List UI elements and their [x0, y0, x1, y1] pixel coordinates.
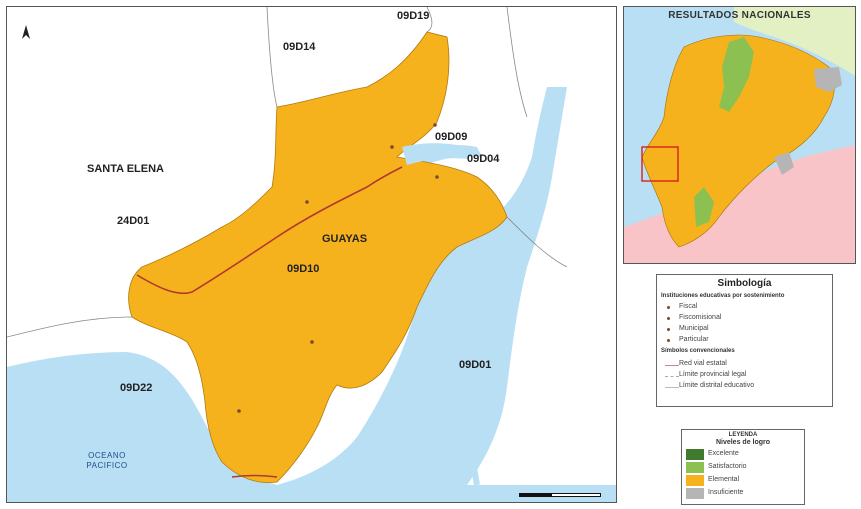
- simbologia-item-fiscomisional: Fiscomisional: [679, 314, 722, 321]
- legend-label-insuficiente: Insuficiente: [708, 489, 744, 496]
- school-marker[interactable]: [237, 409, 241, 413]
- simbologia-item-municipal: Municipal: [679, 325, 709, 332]
- leyenda-subtitle: Niveles de logro: [715, 439, 771, 446]
- road-line-icon: [665, 365, 679, 366]
- legend-label-satisfactorio: Satisfactorio: [708, 463, 747, 470]
- simbologia-title: Simbología: [717, 278, 772, 289]
- leyenda-panel: LEYENDA Niveles de logro Excelente Satis…: [681, 429, 805, 505]
- ocean-label-line-1: OCEANO: [88, 451, 126, 460]
- province-label-guayas: GUAYAS: [322, 233, 368, 245]
- inset-title: RESULTADOS NACIONALES: [668, 10, 811, 21]
- river-channel: [434, 256, 480, 486]
- fiscomisional-marker-icon: [667, 317, 670, 320]
- district-boundary: [7, 7, 568, 338]
- district-label-09D10: 09D10: [287, 263, 320, 275]
- north-neighbor-area: [734, 7, 855, 76]
- district-label-09D04: 09D04: [467, 153, 500, 165]
- coastal-road: [231, 474, 278, 478]
- school-marker[interactable]: [390, 145, 394, 149]
- school-marker[interactable]: [433, 123, 437, 127]
- insufficient-districts-east: [774, 152, 794, 175]
- leyenda-title: LEYENDA: [728, 432, 758, 438]
- simbologia-subtitle-1: Instituciones educativas por sostenimien…: [661, 293, 785, 299]
- legend-swatch-excelente: [686, 449, 704, 460]
- simbologia-line-district: Límite distrital educativo: [679, 382, 755, 389]
- simbologia-line-provincial: Límite provincial legal: [679, 371, 747, 378]
- satisfactory-districts: [719, 37, 754, 112]
- main-map[interactable]: 09D19 09D14 09D09 09D04 SANTA ELENA 24D0…: [6, 6, 617, 503]
- simbologia-subtitle-2: Símbolos convencionales: [661, 348, 735, 354]
- satisfactory-districts-south: [694, 187, 714, 227]
- simbologia-panel: Simbología Instituciones educativas por …: [656, 274, 833, 407]
- ocean-label: OCEANO PACIFICO: [67, 451, 147, 471]
- state-road: [136, 166, 403, 294]
- school-marker[interactable]: [305, 200, 309, 204]
- country-area[interactable]: [641, 34, 835, 248]
- main-map-graphic: [7, 7, 616, 502]
- district-label-09D22: 09D22: [120, 382, 153, 394]
- district-09D10-region[interactable]: [128, 31, 508, 484]
- district-limit-line-icon: [665, 387, 679, 388]
- insufficient-districts: [814, 67, 842, 92]
- interior-inlet: [402, 143, 469, 165]
- ocean-label-line-2: PACIFICO: [86, 461, 128, 470]
- legend-label-excelente: Excelente: [708, 450, 739, 457]
- school-marker[interactable]: [435, 175, 439, 179]
- municipal-marker-icon: [667, 328, 670, 331]
- particular-marker-icon: [667, 339, 670, 342]
- pacific-ocean-area: [7, 352, 616, 502]
- simbologia-item-particular: Particular: [679, 336, 709, 343]
- gulf-water: [277, 87, 567, 485]
- simbologia-item-fiscal: Fiscal: [679, 303, 698, 310]
- study-area-frame[interactable]: [641, 146, 679, 182]
- provincial-limit-line-icon: [665, 376, 679, 377]
- fiscal-marker-icon: [667, 306, 670, 309]
- scale-bar: [519, 493, 603, 499]
- legend-swatch-insuficiente: [686, 488, 704, 499]
- district-label-09D19: 09D19: [397, 10, 430, 22]
- school-marker[interactable]: [310, 340, 314, 344]
- district-label-24D01: 24D01: [117, 215, 150, 227]
- district-label-09D01: 09D01: [459, 359, 492, 371]
- legend-label-elemental: Elemental: [708, 476, 740, 483]
- simbologia-line-road: Red vial estatal: [679, 360, 727, 367]
- legend-swatch-satisfactorio: [686, 462, 704, 473]
- inset-map-graphic: [624, 7, 855, 263]
- district-label-09D09: 09D09: [435, 131, 468, 143]
- inset-map[interactable]: RESULTADOS NACIONALES: [623, 6, 856, 264]
- province-label-santa-elena: SANTA ELENA: [87, 163, 164, 175]
- district-label-09D14: 09D14: [283, 41, 316, 53]
- legend-swatch-elemental: [686, 475, 704, 486]
